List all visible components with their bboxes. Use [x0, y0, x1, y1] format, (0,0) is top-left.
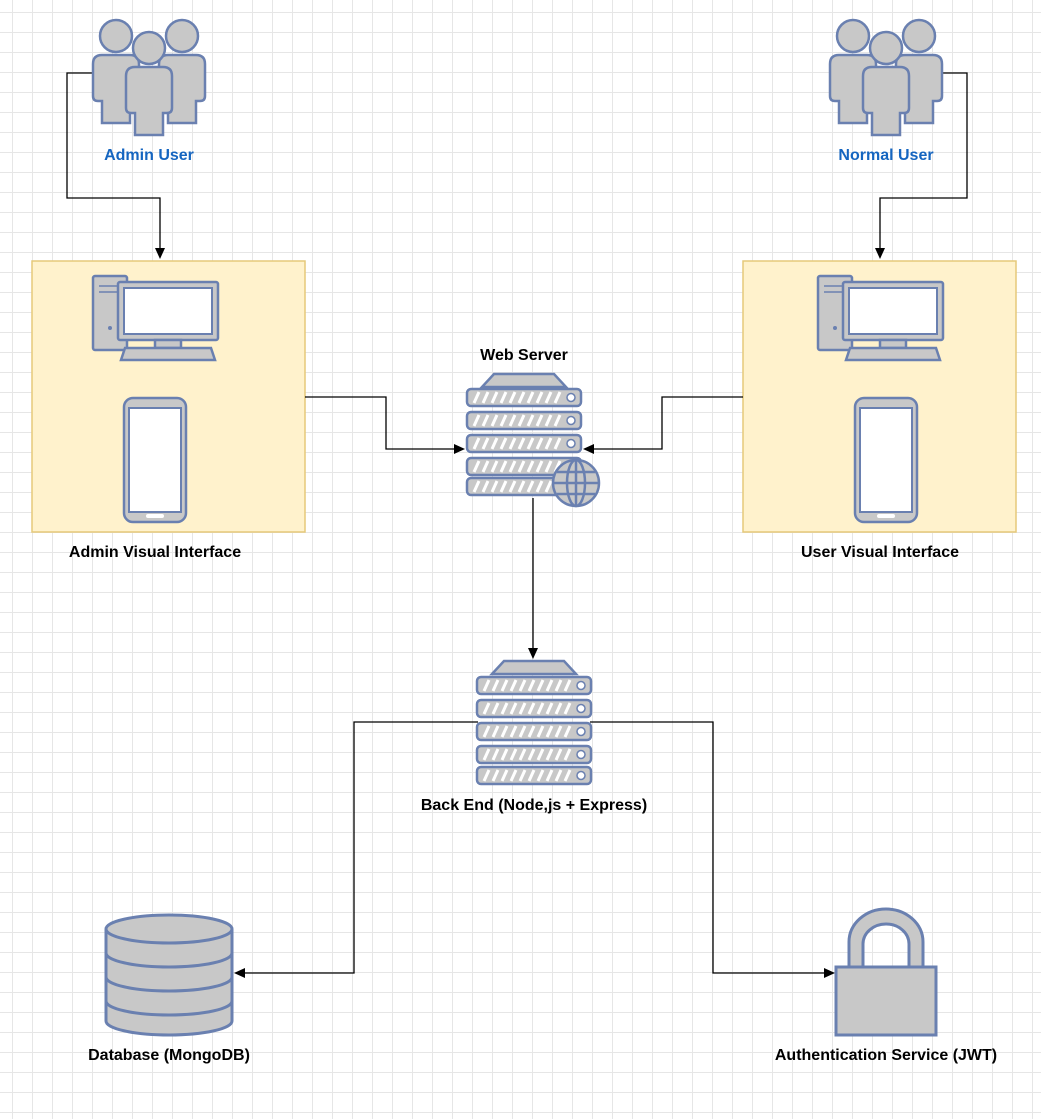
database-label: Database (MongoDB): [88, 1047, 250, 1064]
users-group-icon: [91, 18, 207, 137]
smartphone-icon: [853, 396, 919, 524]
edge-back-end-to-auth-service: [590, 721, 826, 974]
server-rack-icon: [475, 659, 593, 786]
smartphone-icon: [122, 396, 188, 524]
back-end-label: Back End (Node,js + Express): [421, 797, 647, 814]
desktop-computer-icon: [816, 274, 945, 362]
edge-normal-user-to-user-interface: [879, 72, 968, 250]
edge-user-interface-to-web-server: [592, 396, 743, 450]
user-interface-label: User Visual Interface: [801, 544, 959, 561]
database-icon: [104, 913, 234, 1037]
desktop-computer-icon: [91, 274, 220, 362]
admin-interface-label: Admin Visual Interface: [69, 544, 241, 561]
admin-user-label: Admin User: [104, 147, 194, 164]
edge-admin-interface-to-web-server: [305, 396, 456, 450]
arrowhead-web-server-right: [583, 444, 594, 454]
web-server-globe-icon: [465, 372, 601, 508]
web-server-label: Web Server: [480, 347, 568, 364]
padlock-icon: [834, 907, 938, 1037]
edge-admin-user-to-admin-interface: [66, 72, 161, 250]
users-group-icon: [828, 18, 944, 137]
arrowhead-web-server-left: [454, 444, 465, 454]
arrowhead-back-end: [528, 648, 538, 659]
auth-service-label: Authentication Service (JWT): [775, 1047, 997, 1064]
arrowhead-database: [234, 968, 245, 978]
arrowhead-user-interface: [875, 248, 885, 259]
globe-icon: [551, 458, 601, 508]
arrowhead-auth-service: [824, 968, 835, 978]
arrowhead-admin-interface: [155, 248, 165, 259]
normal-user-label: Normal User: [838, 147, 933, 164]
edge-back-end-to-database: [243, 721, 478, 974]
